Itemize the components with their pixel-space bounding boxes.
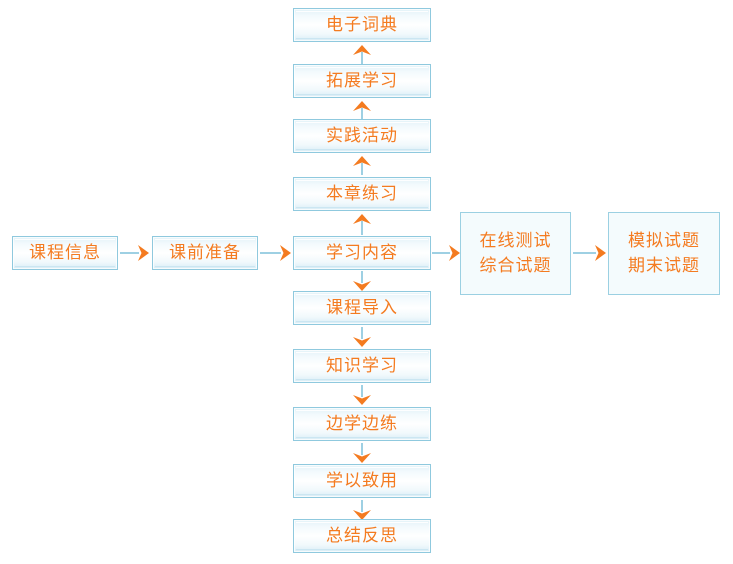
node-extended-learning[interactable]: 拓展学习 bbox=[293, 64, 431, 98]
node-label-line1: 在线测试 bbox=[479, 230, 552, 250]
node-label: 课程导入 bbox=[326, 298, 398, 318]
arrow-study-content-to-course-intro bbox=[351, 271, 373, 292]
node-e-dictionary[interactable]: 电子词典 bbox=[293, 8, 431, 42]
node-pre-class-prep[interactable]: 课前准备 bbox=[152, 236, 258, 270]
node-label: 实践活动 bbox=[326, 126, 398, 146]
node-label: 学以致用 bbox=[326, 471, 398, 491]
node-label: 本章练习 bbox=[326, 184, 398, 204]
arrow-online-test-to-mock-exam bbox=[573, 243, 607, 263]
node-practice-activity[interactable]: 实践活动 bbox=[293, 119, 431, 153]
arrow-study-content-to-online-test bbox=[432, 243, 461, 263]
node-online-test[interactable]: 在线测试综合试题 bbox=[460, 212, 571, 295]
node-label: 拓展学习 bbox=[326, 71, 398, 91]
node-learn-while-practice[interactable]: 边学边练 bbox=[293, 407, 431, 441]
node-label: 总结反思 bbox=[326, 526, 398, 546]
node-label-line1: 模拟试题 bbox=[628, 230, 700, 250]
node-course-intro[interactable]: 课程导入 bbox=[293, 291, 431, 325]
node-label: 边学边练 bbox=[326, 414, 398, 434]
arrow-practice-activity-to-extended-learning bbox=[351, 100, 373, 120]
node-label-line2: 期末试题 bbox=[628, 255, 700, 275]
node-mock-exam[interactable]: 模拟试题期末试题 bbox=[608, 212, 720, 295]
node-label: 课程信息 bbox=[29, 243, 101, 263]
node-chapter-exercise[interactable]: 本章练习 bbox=[293, 177, 431, 211]
arrow-apply-knowledge-to-summary-reflection bbox=[351, 500, 373, 521]
node-apply-knowledge[interactable]: 学以致用 bbox=[293, 464, 431, 498]
node-label-line2: 综合试题 bbox=[479, 255, 552, 275]
arrow-course-info-to-pre-class-prep bbox=[120, 243, 150, 263]
node-label: 电子词典 bbox=[326, 15, 398, 35]
arrow-chapter-exercise-to-practice-activity bbox=[351, 155, 373, 175]
arrow-pre-class-prep-to-study-content bbox=[260, 243, 292, 263]
node-label-lines: 模拟试题期末试题 bbox=[628, 229, 700, 278]
node-summary-reflection[interactable]: 总结反思 bbox=[293, 519, 431, 553]
arrow-course-intro-to-knowledge-study bbox=[351, 327, 373, 348]
node-label: 课前准备 bbox=[169, 243, 241, 263]
node-label: 学习内容 bbox=[326, 243, 398, 263]
node-course-info[interactable]: 课程信息 bbox=[12, 236, 118, 270]
arrow-knowledge-study-to-learn-while-practice bbox=[351, 385, 373, 406]
arrow-extended-learning-to-e-dictionary bbox=[351, 44, 373, 64]
node-study-content[interactable]: 学习内容 bbox=[293, 236, 431, 270]
node-label-lines: 在线测试综合试题 bbox=[480, 229, 552, 278]
arrow-learn-while-practice-to-apply-knowledge bbox=[351, 443, 373, 464]
node-label: 知识学习 bbox=[326, 356, 398, 376]
node-knowledge-study[interactable]: 知识学习 bbox=[293, 349, 431, 383]
arrow-study-content-to-chapter-exercise bbox=[351, 213, 373, 235]
